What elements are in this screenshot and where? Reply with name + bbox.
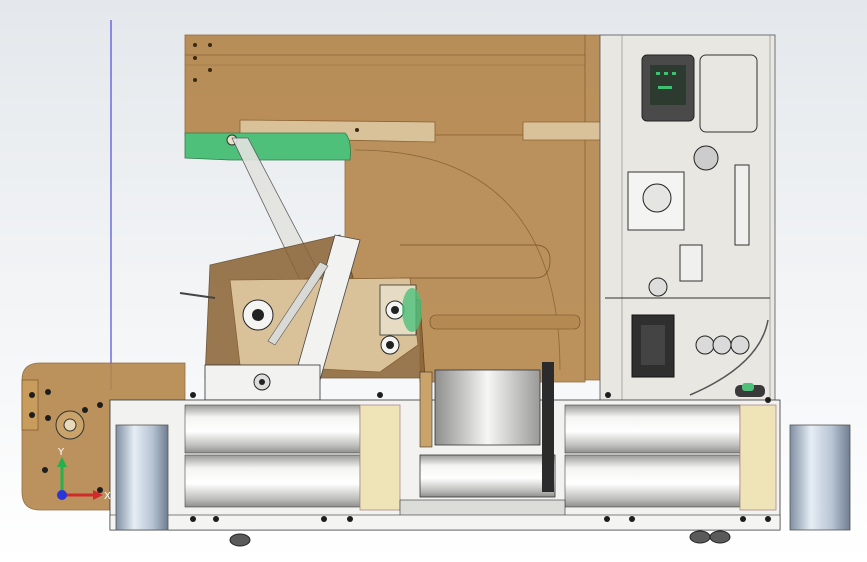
motor-housing — [419, 454, 556, 498]
main-drum-right-upper — [564, 404, 741, 454]
right-roller — [789, 424, 851, 531]
main-drum-right-lower — [564, 454, 741, 508]
main-drum-left-upper — [184, 404, 361, 454]
gauge-knob — [693, 145, 719, 171]
triad-x-label: X — [104, 491, 111, 502]
drum-section — [109, 362, 781, 531]
center-drum — [434, 369, 541, 446]
actuator-cylinder — [429, 314, 581, 330]
coordinate-triad: X Y — [57, 447, 111, 502]
spring-rod — [267, 261, 329, 346]
main-drum-left-lower — [184, 454, 361, 508]
control-panel — [599, 34, 776, 406]
green-bracket — [184, 132, 351, 161]
triad-y-label: Y — [57, 447, 65, 458]
drive-sprocket — [542, 362, 554, 492]
bottom-casters — [229, 530, 731, 547]
left-roller — [115, 424, 169, 531]
